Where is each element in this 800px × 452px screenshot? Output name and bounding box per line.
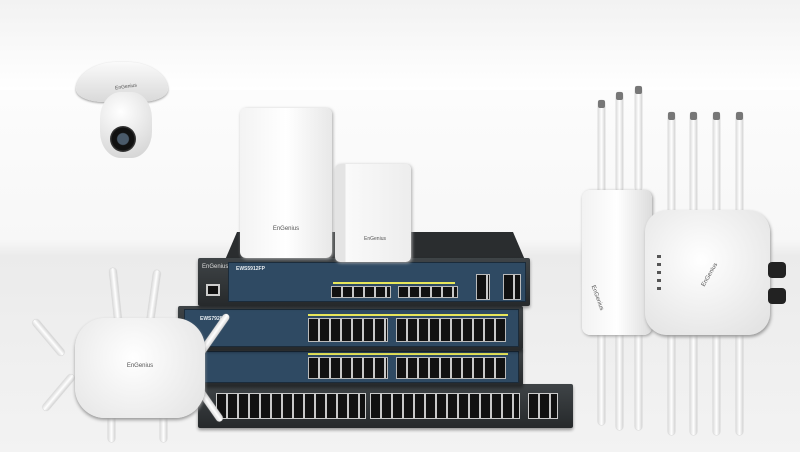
- antenna: [690, 112, 697, 217]
- antenna: [690, 330, 697, 435]
- sfp-ports: [528, 393, 558, 419]
- antenna: [598, 325, 605, 425]
- switch-second: EWS7928P: [178, 306, 523, 350]
- switch-third: [178, 348, 523, 386]
- sfp-ports: [503, 274, 521, 300]
- antenna: [713, 112, 720, 217]
- port-block: [331, 286, 391, 298]
- led-strip: [308, 353, 508, 355]
- ap-brand: EnGenius: [126, 363, 154, 369]
- switch-brand: EnGenius: [202, 264, 229, 270]
- antenna: [668, 112, 675, 217]
- antenna: [635, 86, 642, 191]
- antenna: [109, 267, 122, 324]
- dome-camera: EnGenius: [76, 62, 168, 172]
- uplink-ports: [476, 274, 490, 300]
- antenna: [31, 318, 66, 357]
- port-block: [370, 393, 520, 419]
- console-port: [206, 284, 220, 296]
- antenna: [713, 330, 720, 435]
- status-leds: [657, 255, 661, 295]
- led-strip: [333, 282, 455, 284]
- antenna: [736, 330, 743, 435]
- switch-model-label: EWS5912FP: [236, 266, 265, 272]
- ceiling-ap: EnGenius: [75, 318, 205, 418]
- switch-top: EnGenius EWS5912FP: [198, 258, 530, 306]
- wall-plate-ap-small: EnGenius: [335, 164, 411, 262]
- connector: [768, 288, 786, 304]
- antenna: [616, 92, 623, 192]
- port-block: [216, 393, 366, 419]
- outdoor-ap-front: EnGenius: [645, 210, 770, 335]
- ap-brand-small: EnGenius: [364, 236, 386, 242]
- antenna: [616, 330, 623, 430]
- antenna: [41, 373, 76, 412]
- wall-plate-ap-large: EnGenius: [240, 108, 332, 258]
- port-block: [308, 357, 388, 379]
- outdoor-ap-side: EnGenius: [582, 190, 652, 335]
- antenna: [108, 400, 115, 442]
- port-block: [308, 318, 388, 342]
- connector: [768, 262, 786, 278]
- camera-lens-icon: [110, 126, 136, 152]
- antenna: [635, 330, 642, 430]
- port-block: [396, 318, 506, 342]
- antenna: [736, 112, 743, 217]
- port-block: [396, 357, 506, 379]
- ap-brand: EnGenius: [700, 262, 720, 288]
- antenna: [598, 100, 605, 195]
- antenna: [160, 400, 167, 442]
- ap-brand: EnGenius: [589, 284, 605, 312]
- port-block: [398, 286, 458, 298]
- antenna: [668, 330, 675, 435]
- ap-brand: EnGenius: [272, 226, 300, 232]
- switch-model-label: EWS7928P: [200, 316, 226, 322]
- switch-bottom: [198, 384, 573, 428]
- antenna: [146, 269, 161, 326]
- led-strip: [308, 314, 508, 316]
